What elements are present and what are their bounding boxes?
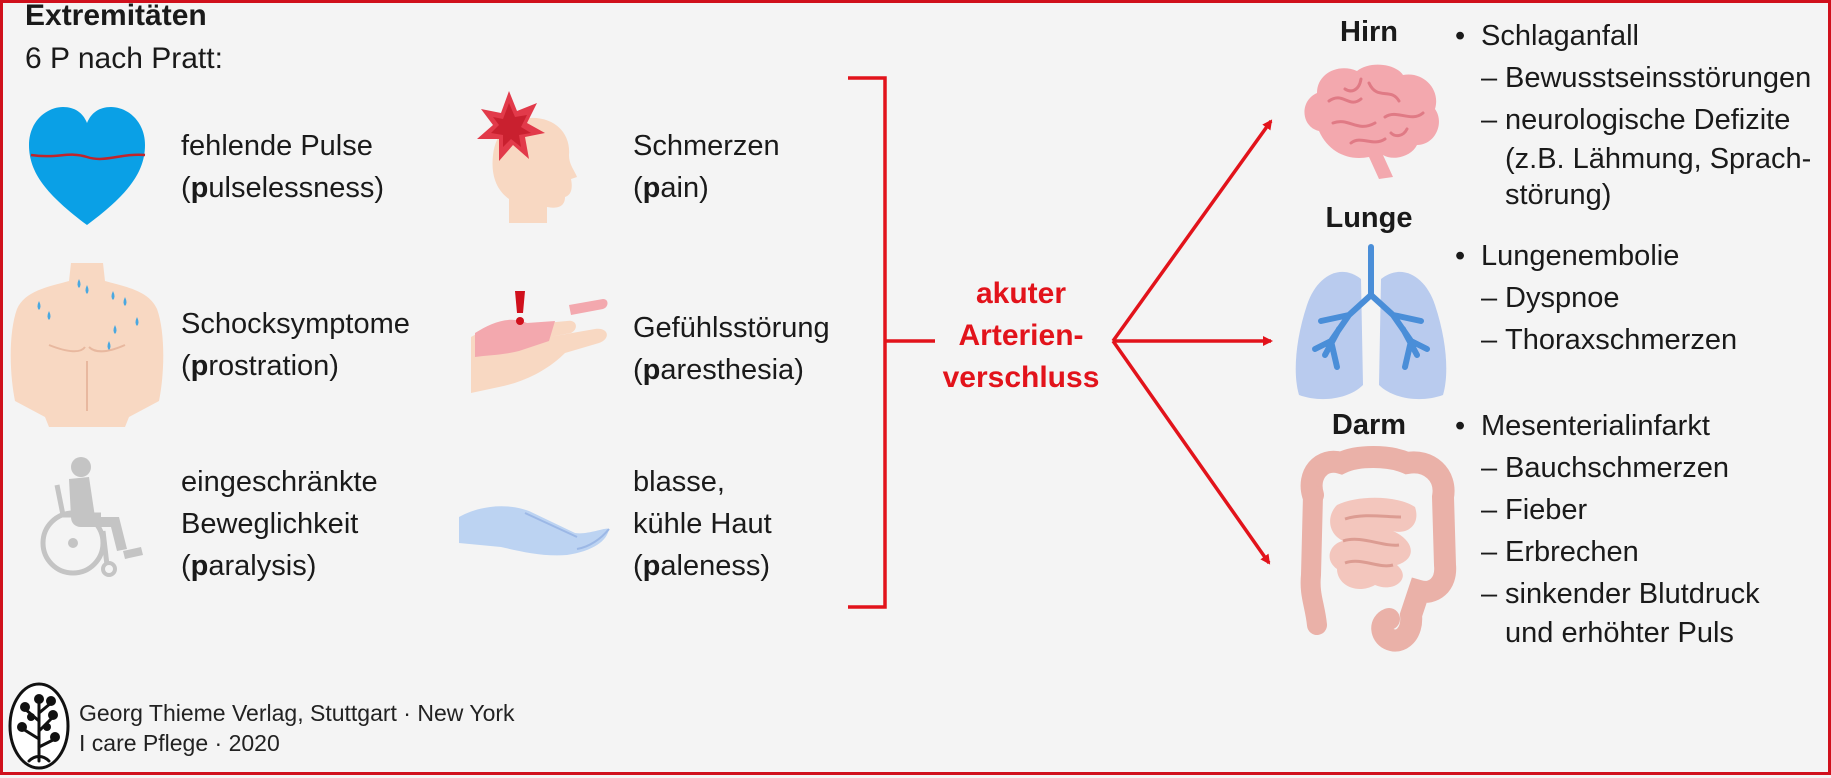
brain-icon — [1304, 64, 1439, 179]
symptom-english: rostration — [208, 350, 330, 382]
organ-condition: Lungenembolie — [1481, 235, 1737, 277]
center-label-line3: verschluss — [942, 361, 1100, 394]
organ-symptom: Bewusstseinsstörungen — [1481, 57, 1811, 99]
symptom-p-letter: p — [190, 172, 209, 204]
symptom-label: fehlende Pulse — [181, 130, 373, 162]
arrow-to-brain — [1111, 119, 1273, 343]
arrow-to-intestine — [1111, 339, 1271, 565]
symptom-pulselessness: fehlende Pulse (pulselessness) — [181, 125, 384, 209]
organ-symptom: sinkender Blutdruck — [1481, 573, 1760, 615]
organ-symptom: Fieber — [1481, 489, 1760, 531]
organ-condition: Schlaganfall — [1481, 15, 1811, 57]
organ-symptom: Erbrechen — [1481, 531, 1760, 573]
wheelchair-icon — [40, 457, 143, 577]
symptom-label: Schocksymptome — [181, 308, 410, 340]
organ-condition: Mesenterialinfarkt — [1481, 405, 1760, 447]
connector-lines — [848, 76, 1273, 609]
organ-list-brain: Schlaganfall Bewusstseinsstörungen neuro… — [1481, 15, 1811, 213]
head-pain-icon — [477, 91, 577, 223]
symptom-english: ulselessness — [208, 172, 375, 204]
symptom-label: blasse, — [633, 466, 725, 498]
footer-source: I care Pflege · 2020 — [79, 730, 280, 756]
sweating-torso-icon — [10, 263, 164, 427]
center-label-line2: Arterien- — [958, 319, 1084, 352]
organ-symptom-continuation: (z.B. Lähmung, Sprach- — [1505, 143, 1812, 175]
symptom-english: ain — [660, 172, 700, 204]
numb-hand-icon — [471, 291, 608, 393]
organ-label-brain: Hirn — [1340, 16, 1398, 48]
organ-symptom: Thoraxschmerzen — [1481, 319, 1737, 361]
symptom-paralysis: eingeschränkte Beweglichkeit (paralysis) — [181, 461, 378, 587]
organ-symptom-continuation: störung) — [1505, 179, 1612, 211]
symptom-english: aresthesia — [660, 354, 795, 386]
organ-label-lungs: Lunge — [1325, 202, 1413, 234]
symptom-p-letter: p — [642, 172, 661, 204]
copyright-footer: Georg Thieme Verlag, Stuttgart · New Yor… — [79, 698, 515, 758]
pale-hand-icon — [459, 506, 610, 556]
symptom-label: Gefühlsstörung — [633, 312, 830, 344]
tree-logo-icon — [8, 682, 70, 770]
heart-icon — [29, 107, 146, 225]
symptom-p-letter: p — [190, 550, 209, 582]
intestine-icon — [1300, 446, 1457, 652]
symptom-p-letter: p — [190, 350, 209, 382]
bracket — [848, 76, 887, 609]
organ-symptom: Bauchschmerzen — [1481, 447, 1760, 489]
symptom-paleness: blasse, kühle Haut (paleness) — [633, 461, 772, 587]
organ-symptom: neurologische Defizite — [1481, 99, 1811, 141]
symptom-english: aleness — [660, 550, 761, 582]
symptom-label: Schmerzen — [633, 130, 780, 162]
footer-publisher: Georg Thieme Verlag, Stuttgart · New Yor… — [79, 700, 515, 726]
organ-symptom: Dyspnoe — [1481, 277, 1737, 319]
symptom-p-letter: p — [642, 550, 661, 582]
symptom-pain: Schmerzen (pain) — [633, 125, 780, 209]
symptom-p-letter: p — [642, 354, 661, 386]
symptom-english: aralysis — [208, 550, 307, 582]
symptom-label: eingeschränkte — [181, 466, 378, 498]
page-subtitle: 6 P nach Pratt: — [25, 42, 223, 75]
lungs-icon — [1295, 244, 1447, 400]
organ-label-intestine: Darm — [1331, 409, 1407, 441]
symptom-label-line2: Beweglichkeit — [181, 508, 359, 540]
symptom-paresthesia: Gefühlsstörung (paresthesia) — [633, 307, 830, 391]
organ-list-intestine: Mesenterialinfarkt Bauchschmerzen Fieber… — [1481, 405, 1760, 651]
page-title: Extremitäten — [25, 0, 207, 32]
organ-list-lungs: Lungenembolie Dyspnoe Thoraxschmerzen — [1481, 235, 1737, 361]
center-label-line1: akuter — [975, 277, 1067, 310]
organ-symptom-continuation: und erhöhter Puls — [1505, 617, 1734, 649]
symptom-label-line2: kühle Haut — [633, 508, 772, 540]
center-label: akuter Arterien- verschluss — [921, 273, 1121, 399]
symptom-prostration: Schocksymptome (prostration) — [181, 303, 410, 387]
